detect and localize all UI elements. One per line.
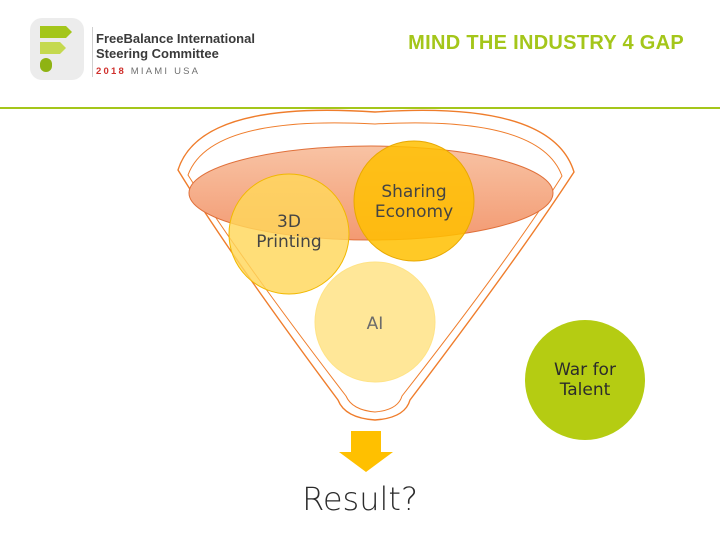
freebalance-logo-icon [30,18,84,80]
label-sharing-economy-line2: Economy [374,202,454,222]
brand-subline: 2018 MIAMI USA [96,66,255,77]
funnel-inner-rim [187,122,563,413]
header-rule [0,107,720,109]
result-text: Result? [302,480,418,518]
brand-year: 2018 [96,66,126,77]
label-3d-printing: 3D Printing [229,212,349,252]
label-sharing-economy: Sharing Economy [354,182,474,222]
label-sharing-economy-line1: Sharing [381,182,447,202]
label-ai: AI [366,314,384,334]
label-3d-printing-line2: Printing [256,232,322,252]
circle-3d-printing [228,173,350,295]
circle-ai [314,261,436,383]
label-war-for-talent-line1: War for [554,360,616,380]
brand-name-line2: Steering Committee [96,46,219,61]
label-war-for-talent-line2: Talent [559,380,611,400]
circle-sharing-economy [353,140,475,262]
label-3d-printing-line1: 3D [277,212,301,232]
brand-block: FreeBalance International Steering Commi… [96,31,255,77]
brand-divider [92,27,93,77]
slide-title: MIND THE INDUSTRY 4 GAP [408,32,684,54]
brand-location: MIAMI USA [130,66,201,77]
brand-name-line1: FreeBalance International [96,31,255,46]
circle-war-for-talent [525,320,645,440]
label-war-for-talent: War for Talent [525,360,645,400]
down-arrow-icon [339,431,393,472]
